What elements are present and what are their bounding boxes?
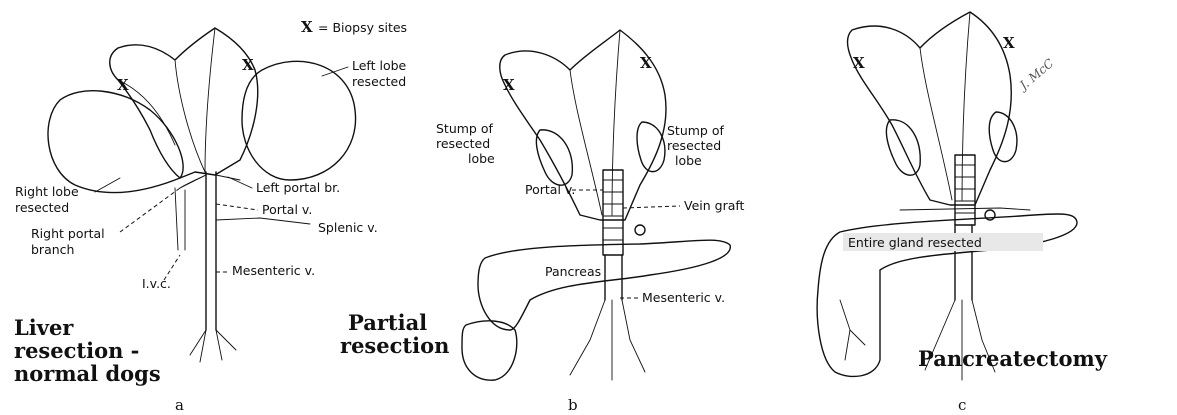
biopsy-mark-a2: X [242,56,254,74]
label-splenic-v: Splenic v. [318,220,378,235]
legend: X = Biopsy sites [301,18,407,36]
left-lobe-resected-shape [242,61,356,180]
panel-c-marks: X X [853,34,1015,72]
label-entire-gland: Entire gland resected [848,235,982,250]
biopsy-mark-c2: X [1003,34,1015,52]
panel-id-b: b [568,396,578,414]
right-lobe-resected-shape [48,91,183,193]
panel-a-marks: X X [117,56,254,94]
central-lobes-a [110,28,258,178]
title-a-1: Liver [14,315,74,340]
panel-c-labels: Entire gland resected J. McC [843,56,1056,251]
label-right-portal-1: Right portal [31,226,105,241]
panel-id-c: c [958,396,966,414]
label-pancreas-b: Pancreas [545,264,601,279]
stump-left-b [536,130,572,185]
label-portal-v-b: Portal v. [525,182,575,197]
legend-symbol: X [301,18,313,36]
label-stump-right-2: resected [667,138,721,153]
panel-a-diagram [48,28,356,362]
panel-id-a: a [175,396,184,414]
label-stump-right-3: lobe [675,153,702,168]
legend-text: = Biopsy sites [318,20,407,35]
label-left-portal: Left portal br. [256,180,340,195]
label-stump-right-1: Stump of [667,123,724,138]
label-mesenteric-b: Mesenteric v. [642,290,725,305]
label-right-lobe-1: Right lobe [15,184,79,199]
label-right-lobe-2: resected [15,200,69,215]
label-right-portal-2: branch [31,242,74,257]
biopsy-mark-b2: X [640,54,652,72]
label-vein-graft: Vein graft [684,198,745,213]
label-stump-left-2: resected [436,136,490,151]
title-b-1: Partial [348,310,427,335]
panel-b-marks: X X [503,54,652,94]
label-ivc: I.v.c. [142,276,171,291]
label-mesenteric-a: Mesenteric v. [232,263,315,278]
pancreas-b [478,240,730,330]
biopsy-mark-c1: X [853,54,865,72]
central-lobes-c [848,12,1012,205]
stump-right-c [989,112,1017,162]
label-stump-left-1: Stump of [436,121,493,136]
panel-b-labels: Stump of resected lobe Stump of resected… [436,121,745,305]
panel-b-title: Partial resection [340,310,449,358]
title-a-2: resection - [14,338,139,363]
label-left-lobe-2: resected [352,74,406,89]
label-stump-left-3: lobe [468,151,495,166]
title-a-3: normal dogs [14,361,161,386]
biopsy-mark-b1: X [503,76,515,94]
label-portal-v: Portal v. [262,202,312,217]
artist-signature: J. McC [1015,56,1057,94]
biopsy-mark-a1: X [117,76,129,94]
title-b-2: resection [340,333,449,358]
panel-a-title: Liver resection - normal dogs [14,315,161,386]
label-left-lobe-1: Left lobe [352,58,407,73]
title-c: Pancreatectomy [918,346,1108,371]
